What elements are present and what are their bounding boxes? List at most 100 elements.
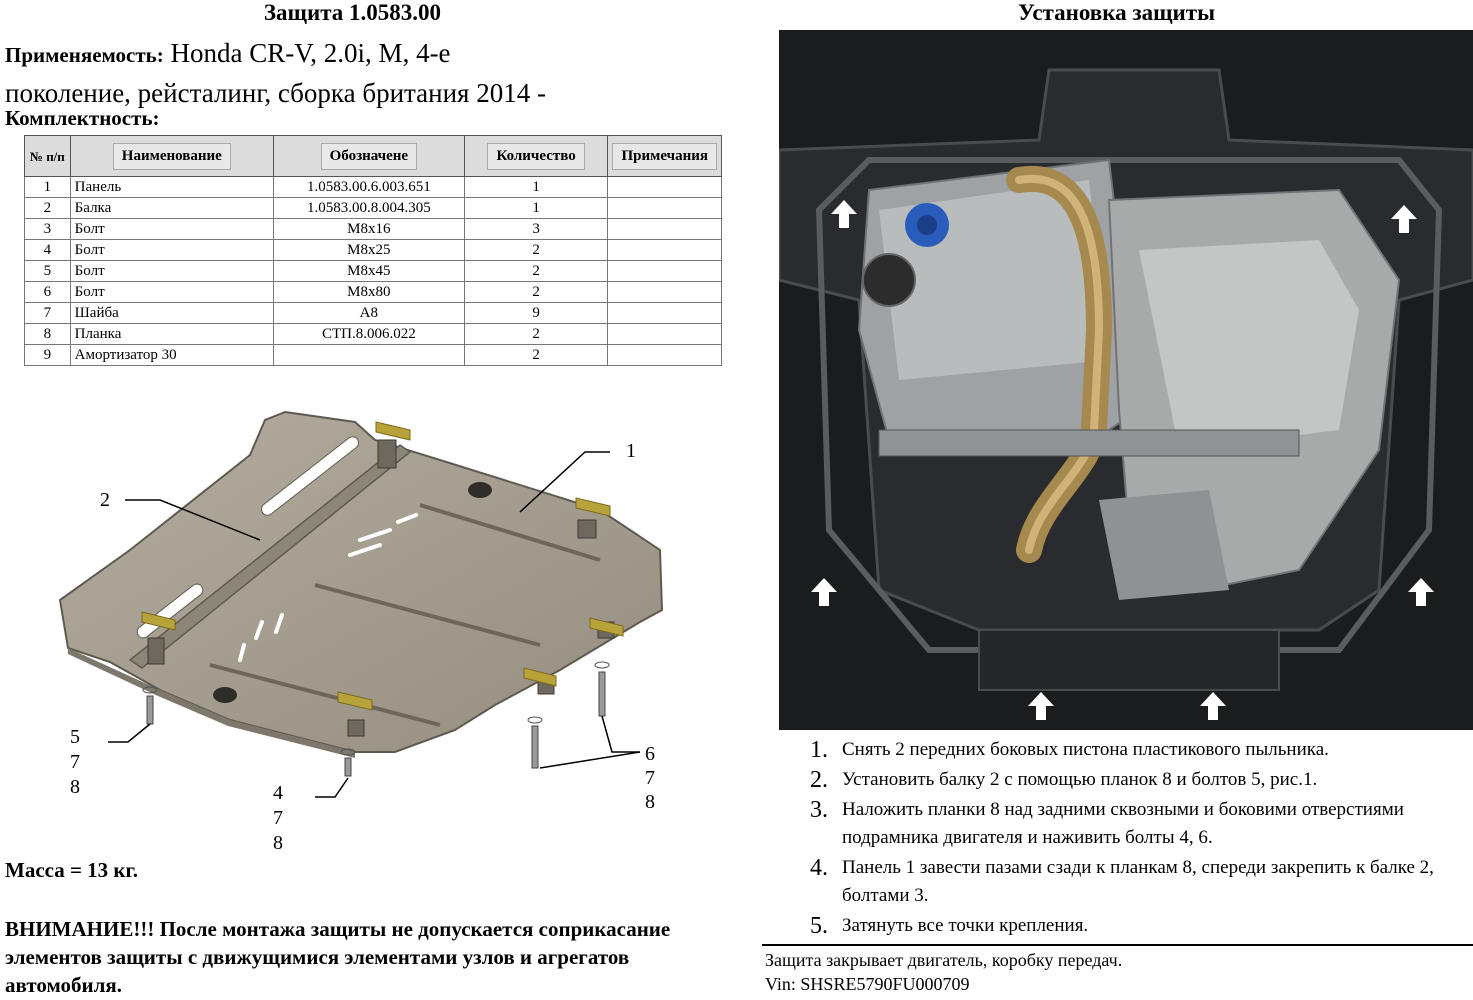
cell-name: Панель	[69, 176, 274, 198]
note-vin: Vin: SHSRE5790FU000709	[765, 974, 970, 994]
cell-number: 9	[24, 344, 71, 366]
step-item: 4. Панель 1 завести пазами сзади к планка…	[810, 854, 1470, 910]
underside-photo	[779, 30, 1473, 730]
cell-designation: СТП.8.006.022	[272, 323, 465, 345]
arrow-up-icon	[1391, 205, 1417, 233]
cell-quantity: 3	[463, 218, 609, 240]
col-notes-label: Примечания	[612, 142, 717, 170]
arrow-up-icon	[1408, 578, 1434, 606]
cell-number: 8	[24, 323, 71, 345]
arrow-up-icon	[1200, 692, 1226, 720]
step-number: 5.	[810, 913, 828, 939]
cell-number: 2	[24, 197, 71, 219]
cell-name: Амортизатор 30	[69, 344, 274, 366]
col-designation-label: Обозначене	[320, 142, 418, 170]
col-quantity-label: Количество	[487, 142, 585, 170]
arrow-up-icon	[811, 578, 837, 606]
cell-notes	[607, 281, 722, 303]
cell-name: Болт	[69, 239, 274, 261]
cell-quantity: 2	[463, 323, 609, 345]
applicability-text-1: Honda CR-V, 2.0i, M, 4-е	[170, 38, 451, 68]
col-name-label: Наименование	[112, 142, 231, 170]
cell-name: Планка	[69, 323, 274, 345]
bolts	[142, 661, 610, 777]
col-name-header: Наименование	[69, 135, 274, 177]
mass-label: Масса = 13 кг.	[5, 858, 138, 882]
mounting-brackets	[141, 421, 624, 711]
warning-text: ВНИМАНИЕ!!! После монтажа защиты не допу…	[5, 917, 671, 997]
cell-designation: 1.0583.00.8.004.305	[272, 197, 465, 219]
cell-notes	[607, 218, 722, 240]
leader-lines	[108, 451, 641, 798]
cell-quantity: 9	[463, 302, 609, 324]
installation-steps: 1.Снять 2 передних боковых пистона пласт…	[810, 736, 1470, 942]
cell-notes	[607, 323, 722, 345]
applicability-text-2: поколение, рейсталинг, сборка британия 2…	[5, 78, 546, 108]
note: Защита закрывает двигатель, коробку пере…	[765, 948, 1122, 996]
cell-number: 5	[24, 260, 71, 282]
arrow-up-icon	[1028, 692, 1054, 720]
cell-name: Балка	[69, 197, 274, 219]
cell-quantity: 2	[463, 260, 609, 282]
document-title: Защита 1.0583.00	[263, 0, 442, 25]
table-header-row: № п/п Наименование Обозначене Количество…	[24, 135, 722, 177]
cell-designation: М8х45	[272, 260, 465, 282]
cell-quantity: 2	[463, 344, 609, 366]
step-item: 3. Наложить планки 8 над задними сквозным…	[810, 796, 1470, 852]
applicability-label: Применяемость:	[5, 43, 164, 67]
damper-mounts	[147, 439, 615, 737]
callout-5-plate: 8	[70, 776, 80, 798]
parts-table: № п/п Наименование Обозначене Количество…	[24, 135, 722, 366]
cell-name: Болт	[69, 260, 274, 282]
cell-designation: А8	[272, 302, 465, 324]
underside-photo-drawing	[779, 30, 1473, 730]
arrow-up-icon	[831, 200, 857, 228]
cell-notes	[607, 239, 722, 261]
cell-notes	[607, 197, 722, 219]
cell-name: Болт	[69, 281, 274, 303]
callout-5: 5	[70, 726, 80, 748]
cell-quantity: 1	[463, 176, 609, 198]
cell-notes	[607, 260, 722, 282]
vent-slots	[238, 513, 418, 662]
cell-notes	[607, 302, 722, 324]
cell-number: 6	[24, 281, 71, 303]
step-text: Панель 1 завести пазами сзади к планкам …	[842, 857, 1434, 906]
step-text: Наложить планки 8 над задними сквозными …	[842, 799, 1404, 848]
mount-arrows	[811, 200, 1434, 720]
step-number: 2.	[810, 767, 828, 793]
callout-6-plate: 8	[645, 791, 655, 813]
cell-designation: М8х16	[272, 218, 465, 240]
cell-name: Шайба	[69, 302, 274, 324]
callout-beam: 2	[100, 489, 110, 511]
callout-6-washer: 7	[645, 767, 655, 789]
step-text: Установить балку 2 с помощью планок 8 и …	[842, 769, 1318, 790]
protection-diagram: 1 2 5 7 8 4 7 8 6 7 8	[58, 410, 664, 854]
step-item: 5.Затянуть все точки крепления.	[810, 912, 1470, 940]
callout-6: 6	[645, 743, 655, 765]
cell-name: Болт	[69, 218, 274, 240]
callout-panel: 1	[626, 440, 636, 462]
step-number: 3.	[810, 797, 828, 823]
note-coverage: Защита закрывает двигатель, коробку пере…	[765, 950, 1123, 970]
cell-quantity: 2	[463, 239, 609, 261]
callout-4-washer: 7	[273, 807, 283, 829]
slot	[260, 436, 360, 516]
beam-part	[128, 444, 412, 669]
step-number: 1.	[810, 737, 828, 763]
cell-notes	[607, 344, 722, 366]
callout-4: 4	[273, 782, 283, 804]
step-number: 4.	[810, 855, 828, 881]
kit-label: Комплектность:	[5, 106, 160, 130]
step-item: 2. Установить балку 2 с помощью планок 8 …	[810, 766, 1470, 794]
cell-number: 1	[24, 176, 71, 198]
install-title: Установка защиты	[1017, 0, 1216, 25]
cell-designation	[272, 344, 465, 366]
cell-designation: 1.0583.00.6.003.651	[272, 176, 465, 198]
cell-number: 3	[24, 218, 71, 240]
